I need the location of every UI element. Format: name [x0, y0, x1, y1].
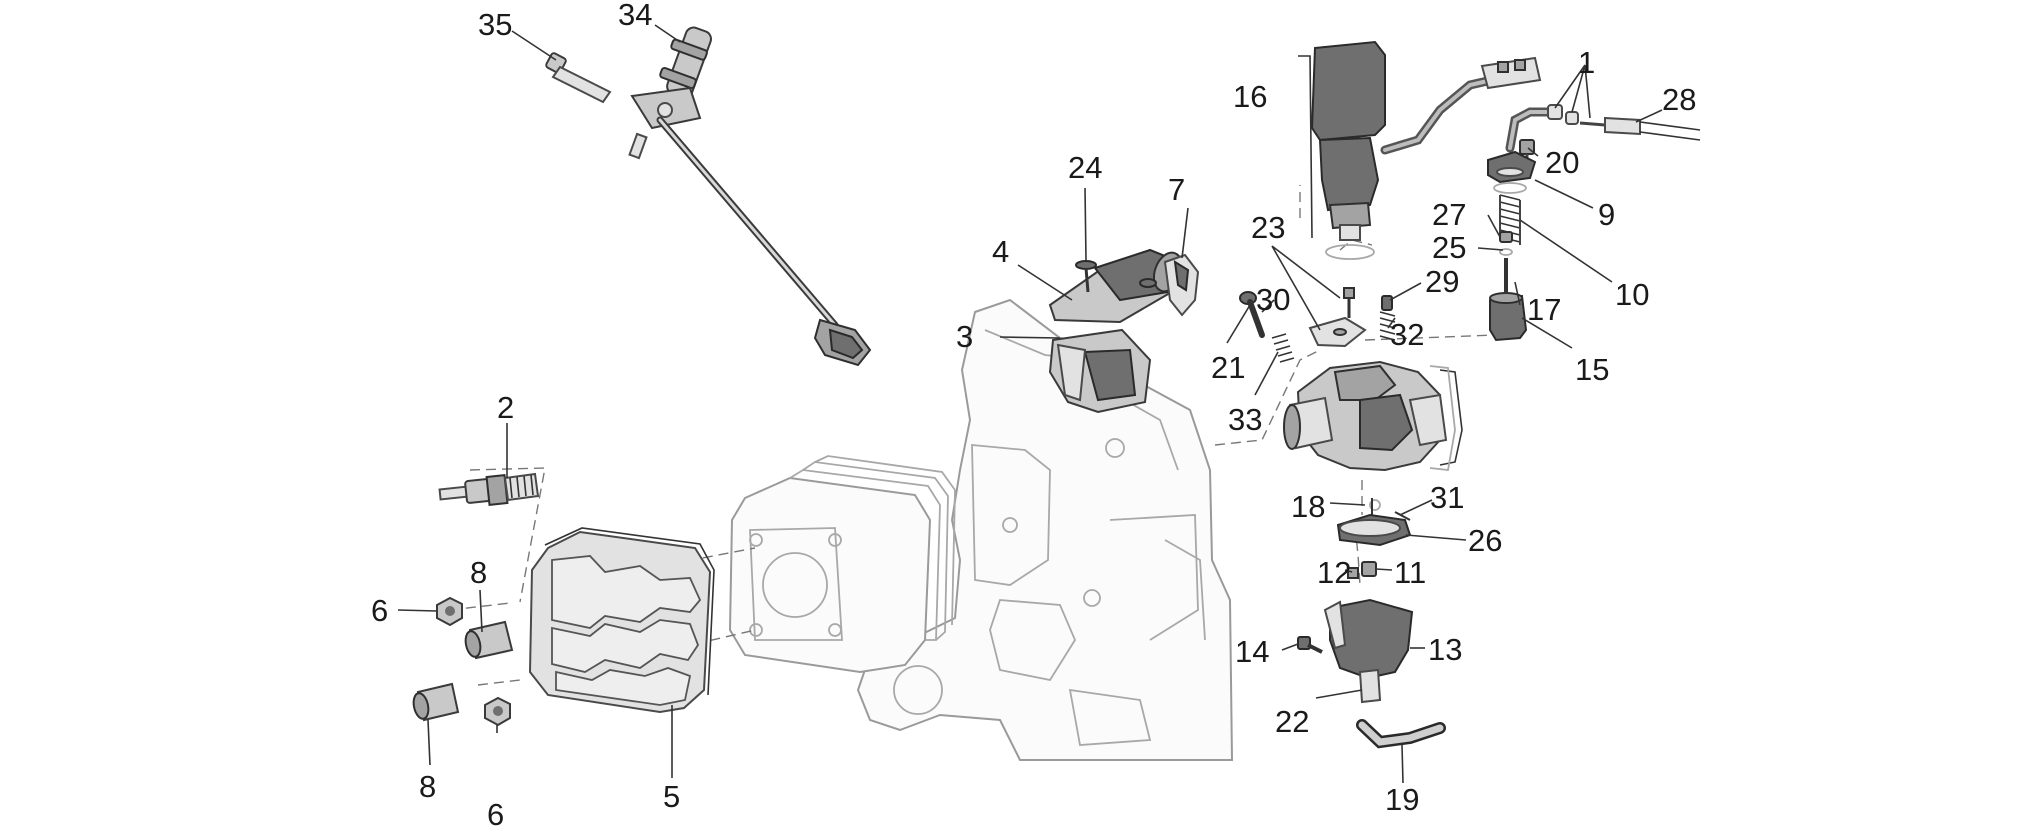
callout-25: 25	[1432, 230, 1466, 265]
callout-1: 1	[1578, 45, 1595, 80]
callout-32: 32	[1390, 317, 1424, 352]
part-35-bolt	[545, 52, 612, 104]
callout-27: 27	[1432, 197, 1466, 232]
callout-6-lower: 6	[487, 797, 504, 829]
callout-33: 33	[1228, 402, 1262, 437]
callout-7: 7	[1168, 172, 1185, 207]
callout-17: 17	[1527, 292, 1561, 327]
callout-30: 30	[1256, 282, 1290, 317]
callout-labels: 35 34 2 3 4 24 7 16 1 28 20 9 27 25 10 1…	[371, 0, 1696, 829]
part-26-float	[1336, 498, 1412, 547]
callout-29: 29	[1425, 264, 1459, 299]
callout-8-lower: 8	[419, 769, 436, 804]
callout-28: 28	[1662, 82, 1696, 117]
callout-20: 20	[1545, 145, 1579, 180]
part-23-cover-plate	[1308, 287, 1367, 348]
callout-5: 5	[663, 779, 680, 814]
callout-21: 21	[1211, 350, 1245, 385]
part-6-nut-lower	[484, 696, 511, 727]
callout-3: 3	[956, 319, 973, 354]
callout-11: 11	[1394, 555, 1426, 590]
carburetor-body	[1283, 360, 1463, 472]
part-29-32-adjust-screw	[1379, 295, 1396, 341]
part-8-sleeve-lower	[412, 682, 460, 722]
crankcase-outline	[856, 298, 1234, 761]
part-24-screws	[1075, 260, 1157, 293]
callout-35: 35	[478, 7, 512, 42]
part-27-needle-clip	[1499, 231, 1513, 292]
callout-14: 14	[1235, 634, 1269, 669]
callout-31: 31	[1430, 480, 1464, 515]
part-3-reed-valve	[1048, 328, 1152, 414]
callout-2: 2	[497, 390, 514, 425]
part-7-clip	[1163, 253, 1200, 317]
part-15-throttle-slide	[1489, 292, 1528, 342]
callout-22: 22	[1275, 704, 1309, 739]
callout-19: 19	[1385, 782, 1419, 817]
part-8-sleeve-upper	[464, 620, 514, 660]
part-34-sensor-rod	[628, 26, 872, 367]
callout-34: 34	[618, 0, 652, 32]
callout-12: 12	[1317, 555, 1351, 590]
callout-16: 16	[1233, 79, 1267, 114]
part-1-28-cable	[1505, 104, 1701, 153]
part-4-intake-manifold	[1048, 248, 1184, 324]
callout-26: 26	[1468, 523, 1502, 558]
callout-4: 4	[992, 234, 1009, 269]
part-6-nut-upper	[436, 596, 463, 627]
callout-13: 13	[1428, 632, 1462, 667]
part-13-float-bowl	[1323, 598, 1414, 704]
callout-24: 24	[1068, 150, 1102, 185]
leader-lines	[397, 24, 1663, 784]
part-14-drain-screw	[1297, 636, 1323, 654]
callout-9: 9	[1598, 197, 1615, 232]
cylinder-outline	[728, 455, 956, 674]
callout-8-upper: 8	[470, 555, 487, 590]
part-19-fuel-hose	[1356, 719, 1446, 749]
callout-23: 23	[1251, 210, 1285, 245]
part-2-spark-plug	[438, 472, 540, 506]
callout-6-upper: 6	[371, 593, 388, 628]
part-11-12-jets	[1347, 561, 1377, 579]
callout-15: 15	[1575, 352, 1609, 387]
part-9-top-cap	[1487, 150, 1537, 194]
part-21-30-33-idle-screw	[1239, 291, 1295, 363]
callout-18: 18	[1291, 489, 1325, 524]
callout-10: 10	[1615, 277, 1649, 312]
part-16-auto-choke	[1310, 40, 1542, 260]
part-5-cylinder-head	[528, 527, 715, 714]
